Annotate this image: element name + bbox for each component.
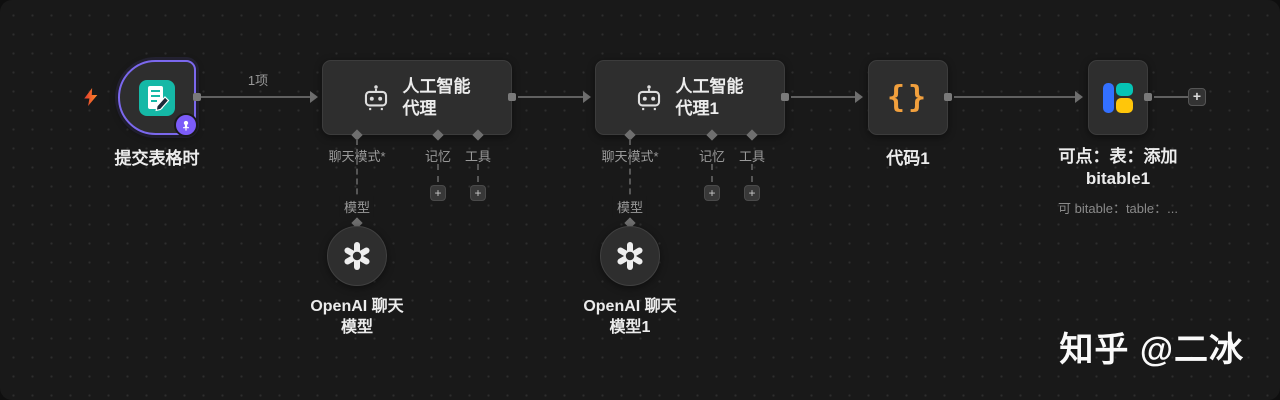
- node-openai-chat-model-1[interactable]: [327, 226, 387, 286]
- pin-icon: [174, 113, 198, 137]
- robot-icon: [637, 84, 660, 110]
- sub-connection-line: [356, 139, 358, 224]
- connection-arrow-icon: [855, 91, 863, 103]
- connection-arrow-icon: [583, 91, 591, 103]
- node-subtitle-bitable: 可 bitable：table：...: [1058, 201, 1178, 216]
- sub-connection-line: [751, 164, 753, 182]
- model-port-label: 模型: [612, 196, 648, 217]
- sub-connection-line: [629, 139, 631, 224]
- port-label-memory: 记忆: [424, 149, 452, 164]
- sub-connection-line: [477, 164, 479, 182]
- node-label-openai-model-2: OpenAI 聊天模型1: [583, 298, 677, 336]
- output-port[interactable]: [508, 93, 516, 101]
- connection-arrow-icon: [310, 91, 318, 103]
- port-label-tool: 工具: [738, 149, 766, 164]
- add-tool-button[interactable]: +: [470, 185, 486, 201]
- connection-line: [201, 96, 310, 98]
- openai-icon: [344, 242, 370, 270]
- form-icon: [139, 79, 175, 116]
- add-memory-button[interactable]: +: [704, 185, 720, 201]
- output-port[interactable]: [193, 93, 201, 101]
- node-code[interactable]: {}: [868, 60, 948, 135]
- node-bitable[interactable]: [1088, 60, 1148, 135]
- sub-connection-line: [711, 164, 713, 182]
- add-node-button[interactable]: +: [1188, 88, 1206, 106]
- sub-connection-line: [437, 164, 439, 182]
- node-label-code: 代码1: [886, 149, 930, 168]
- connection-line: [518, 96, 583, 98]
- output-port[interactable]: [944, 93, 952, 101]
- node-label-openai-model-1: OpenAI 聊天模型: [310, 298, 404, 336]
- connection-line: [954, 96, 1075, 98]
- add-tool-button[interactable]: +: [744, 185, 760, 201]
- node-label-form-trigger: 提交表格时: [114, 149, 200, 168]
- port-label-memory: 记忆: [698, 149, 726, 164]
- node-ai-agent-1[interactable]: 人工智能代理: [322, 60, 512, 135]
- node-title: 人工智能代理: [402, 77, 471, 118]
- node-title: 人工智能代理1: [675, 77, 744, 118]
- bitable-icon: [1103, 82, 1133, 113]
- code-braces-icon: {}: [886, 80, 930, 115]
- watermark: 知乎 @二冰: [1059, 331, 1244, 369]
- connection-arrow-icon: [1075, 91, 1083, 103]
- model-port-label: 模型: [339, 196, 375, 217]
- connection-line: [791, 96, 855, 98]
- port-label-tool: 工具: [464, 149, 492, 164]
- node-openai-chat-model-2[interactable]: [600, 226, 660, 286]
- add-memory-button[interactable]: +: [430, 185, 446, 201]
- node-ai-agent-2[interactable]: 人工智能代理1: [595, 60, 785, 135]
- output-port[interactable]: [781, 93, 789, 101]
- items-count-badge: 1项: [247, 73, 269, 88]
- node-form-trigger[interactable]: [118, 60, 198, 137]
- openai-icon: [617, 242, 643, 270]
- node-label-bitable: 可点：表：添加 bitable1: [1058, 147, 1178, 189]
- connection-line: [1154, 96, 1188, 98]
- output-port[interactable]: [1144, 93, 1152, 101]
- robot-icon: [364, 84, 387, 110]
- lightning-trigger-icon: [84, 88, 98, 106]
